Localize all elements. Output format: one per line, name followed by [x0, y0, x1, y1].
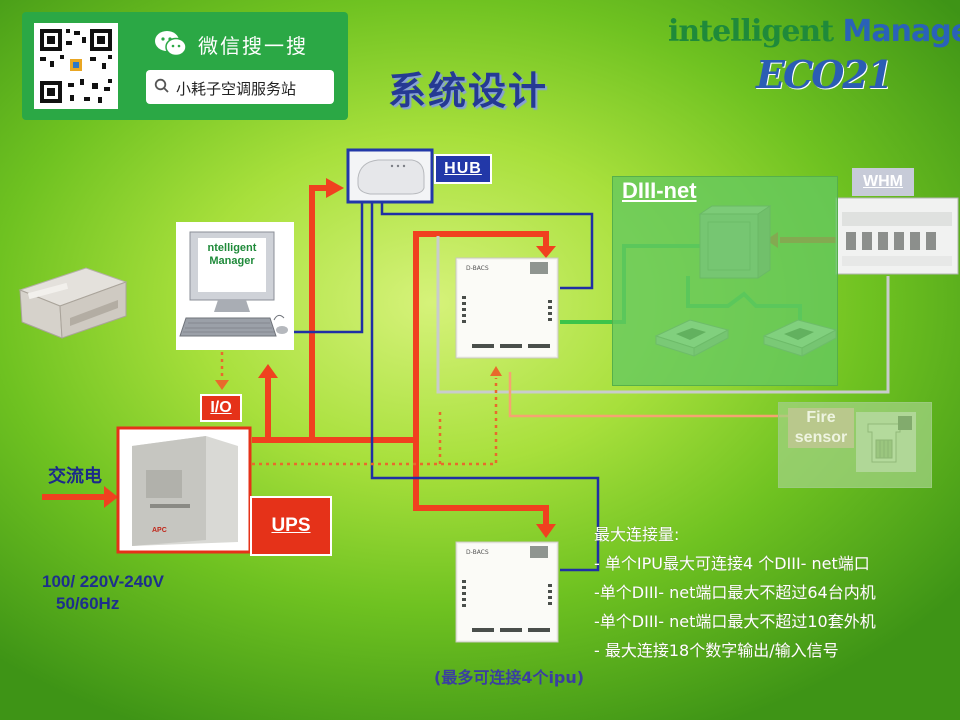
io-arrow-up [490, 366, 502, 376]
note-line: -单个DIII- net端口最大不超过10套外机 [594, 612, 876, 631]
ac-power-label: 交流电 [48, 466, 102, 487]
io-dotted-lines [220, 352, 498, 466]
network-lines [272, 202, 600, 572]
net-hub-to-ipu1 [380, 202, 594, 290]
arrow-to-pc [258, 364, 278, 378]
note-line: -单个DIII- net端口最大不超过64台内机 [594, 583, 876, 602]
search-icon [154, 78, 170, 98]
note-line: 最大连接量: [594, 525, 680, 544]
wechat-search-box[interactable]: 小耗子空调服务站 [146, 70, 334, 104]
brand-name: intelligent Manager [668, 14, 960, 49]
svg-text:D-BACS: D-BACS [466, 549, 489, 556]
arrow-to-ipu2 [536, 524, 556, 538]
page-title: 系统设计 [388, 68, 549, 113]
qr-code-graphic [34, 23, 118, 109]
ipu-device-1: D-BACS [455, 257, 559, 359]
capacity-notes: 最大连接量: - 单个IPU最大可连接4 个DIII- net端口 -单个DII… [594, 520, 954, 665]
power-line-to-hub [309, 185, 330, 440]
brand-logo: intelligent Manager ECO21 [668, 10, 960, 100]
brand-i-icon: i [668, 14, 679, 49]
ups-label: UPS [250, 496, 332, 556]
qr-code [34, 23, 118, 109]
note-line: - 单个IPU最大可连接4 个DIII- net端口 [594, 554, 870, 573]
diii-net-zone [612, 176, 838, 386]
arrow-to-ipu1 [536, 246, 556, 258]
power-line-to-ipu2 [413, 440, 549, 528]
ipu-limit-note: (最多可连接4个ipu) [434, 668, 585, 687]
fire-line [508, 372, 800, 418]
ups-device: APC [116, 426, 252, 554]
frequency-label: 50/60Hz [56, 594, 120, 613]
arrow-to-hub [326, 178, 344, 198]
brand-name-second: Manager [842, 14, 960, 49]
whm-label: WHM [852, 168, 914, 196]
arrow-ac-in [104, 486, 118, 508]
brand-name-first: ntelligent [678, 14, 834, 49]
grey-loop [436, 236, 890, 394]
note-line: - 最大连接18个数字输出/输入信号 [594, 641, 839, 660]
whm-device [835, 197, 959, 275]
wechat-icon [154, 30, 188, 62]
wechat-search-card[interactable]: 微信搜一搜 小耗子空调服务站 [22, 12, 348, 120]
io-ups-to-ipu [252, 378, 498, 466]
net-hub-to-pc [272, 202, 364, 334]
ipu-device-2: D-BACS [455, 541, 559, 643]
net-hub-to-ipu2 [370, 202, 600, 572]
io-label: I/O [200, 394, 242, 422]
io-arrow-down [215, 380, 229, 390]
power-line-to-ipu1 [413, 231, 549, 440]
fire-sensor-label: Fire sensor [788, 408, 854, 448]
wechat-search-text: 小耗子空调服务站 [176, 80, 297, 98]
diii-net-label: DIII-net [622, 178, 697, 203]
pc-device [176, 222, 294, 350]
monitor-brand-text: ntelligent Manager [207, 242, 257, 267]
wechat-search-title: 微信搜一搜 [198, 34, 308, 58]
voltage-label: 100/ 220V-240V [42, 572, 164, 591]
brand-eco: ECO21 [756, 52, 893, 97]
svg-text:D-BACS: D-BACS [466, 265, 489, 272]
hub-label: HUB [434, 154, 492, 184]
svg-text:APC: APC [152, 527, 167, 534]
printer-device [18, 267, 128, 339]
hub-device [346, 148, 434, 204]
